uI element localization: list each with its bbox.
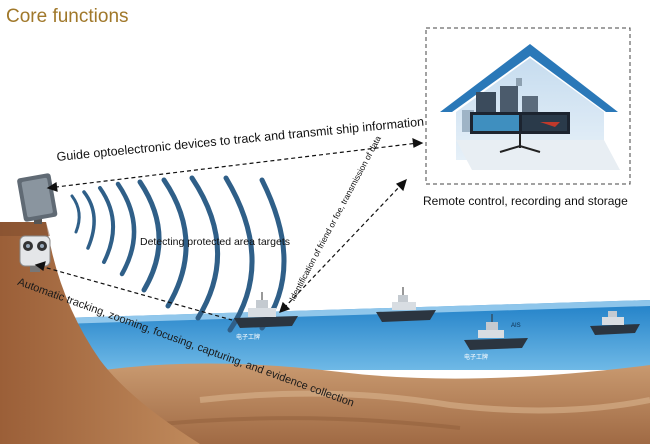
remote-room-frame [425, 27, 631, 185]
remote-control-label: Remote control, recording and storage [423, 194, 628, 208]
tracking-arrow [34, 261, 233, 321]
page-title: Core functions [6, 6, 129, 27]
seabed [90, 363, 650, 444]
ship-tag: AIS [511, 323, 521, 329]
ship-tag: 电子工牌 [464, 355, 489, 361]
ship-icon [590, 311, 640, 335]
seabed-layer [199, 390, 650, 414]
cliff [0, 222, 200, 444]
ship-tag: 电子工牌 [236, 335, 261, 341]
monitoring-room-icon [440, 44, 620, 170]
identification-arrow [279, 178, 407, 313]
seabed-layer-dark [149, 416, 461, 430]
radar-device-icon [17, 173, 58, 224]
ship-icon [234, 292, 298, 328]
detecting-label: Detecting protected area targets [140, 236, 291, 248]
ship-icon [376, 287, 436, 322]
sea-surface [60, 300, 650, 324]
guide-arrow [46, 138, 424, 192]
cliff-top [0, 222, 50, 236]
ship-icon [464, 314, 528, 350]
camera-icon [19, 235, 51, 272]
